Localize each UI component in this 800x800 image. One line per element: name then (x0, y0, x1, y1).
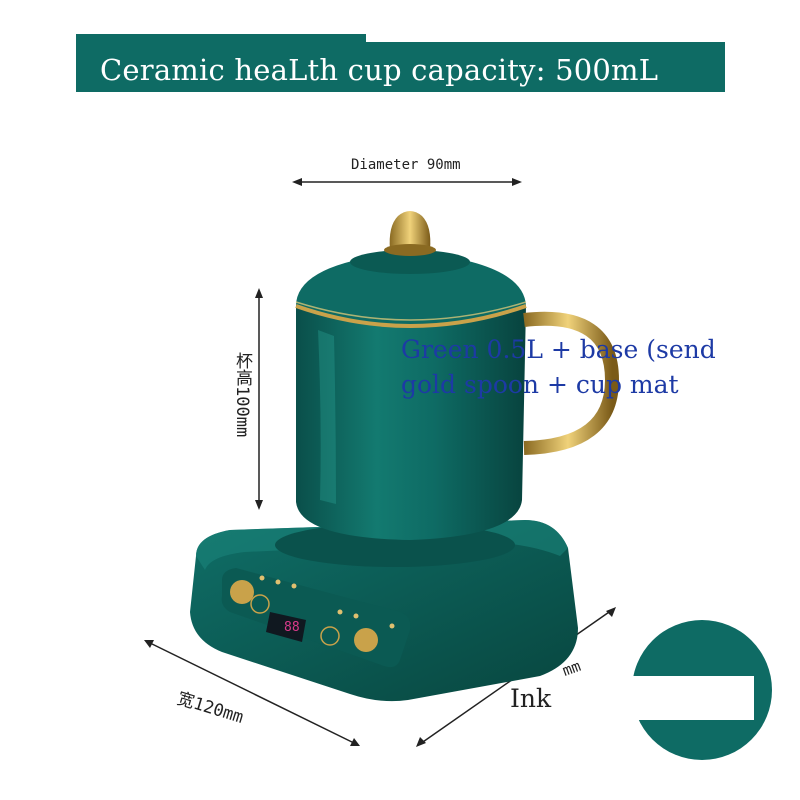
variant-line-1: Green 0.5L + base (send (401, 335, 716, 364)
title-banner (76, 34, 725, 92)
cup-lid (295, 250, 527, 328)
gold-knob-icon (384, 211, 436, 256)
variant-description: Green 0.5L + base (send gold spoon + cup… (401, 332, 716, 402)
display-readout: 88 (284, 620, 300, 635)
diameter-arrow (292, 178, 522, 186)
diameter-label: Diameter 90mm (351, 157, 461, 173)
banner-notch (366, 34, 725, 42)
height-label: 杯高100mm (232, 352, 252, 438)
banner-title: Ceramic heaLth cup capacity: 500mL (100, 53, 659, 87)
color-name-label: Ink (510, 684, 552, 713)
width-arrow (144, 640, 360, 746)
gold-handle (523, 311, 620, 455)
cup-body (296, 306, 526, 540)
height-arrow (255, 288, 263, 510)
variant-line-2: gold spoon + cup mat (401, 370, 679, 399)
control-panel (221, 568, 411, 668)
